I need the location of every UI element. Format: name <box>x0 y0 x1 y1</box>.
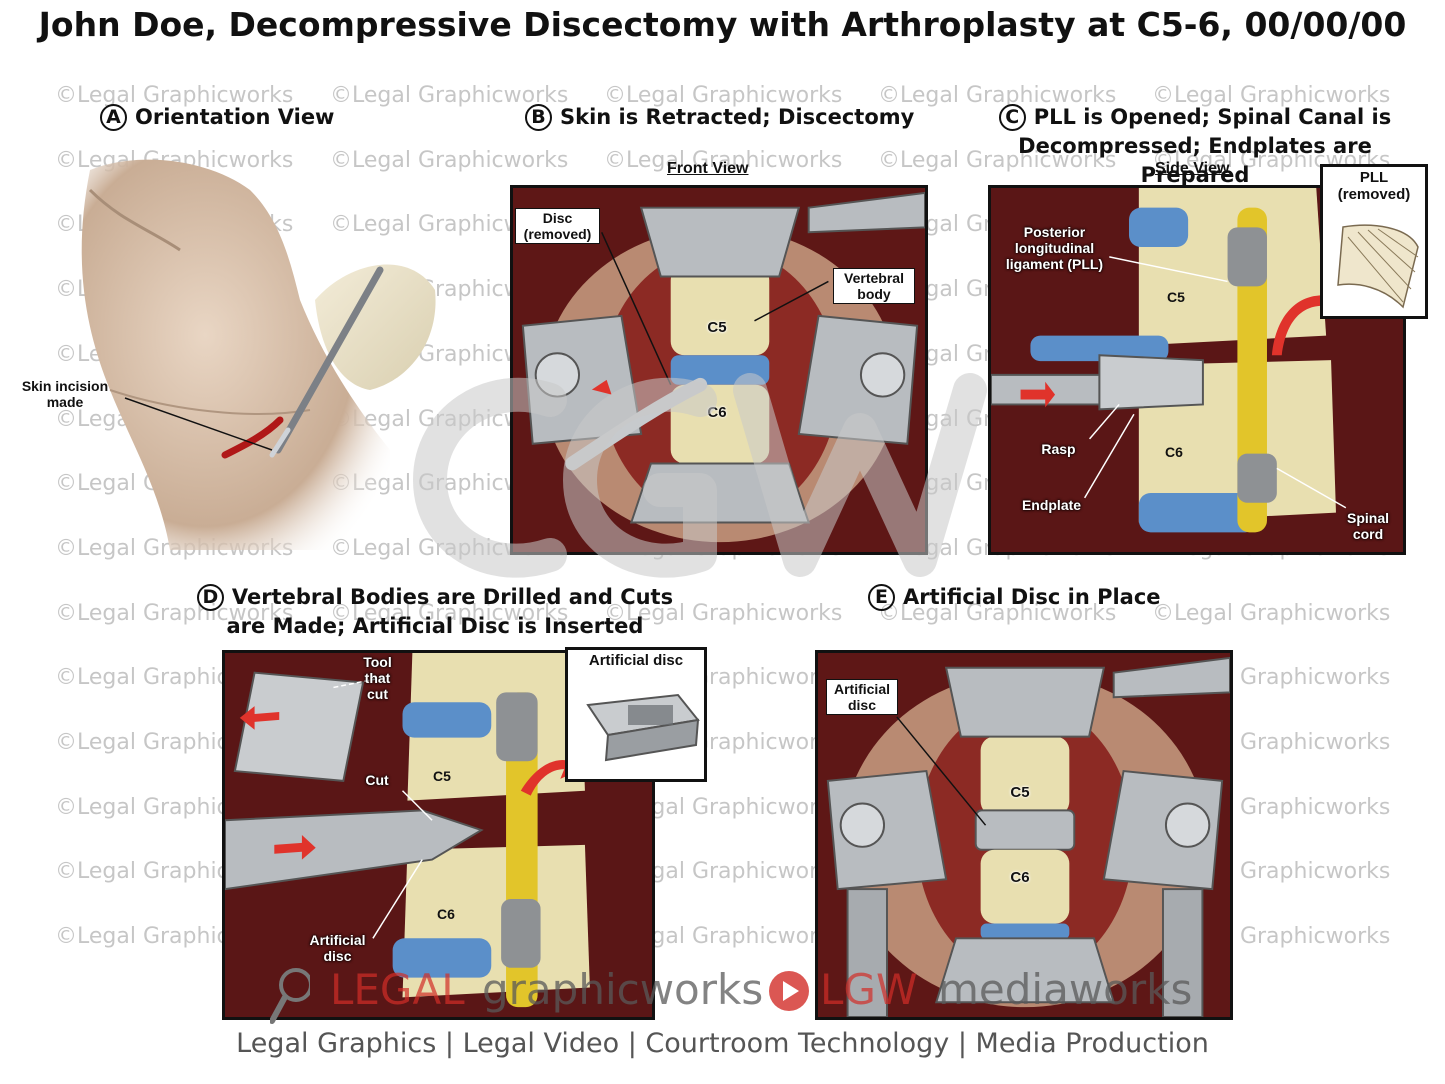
section-b-heading: B Skin is Retracted; Discectomy <box>525 102 914 131</box>
section-e-letter: E <box>868 583 895 611</box>
label-endplate: Endplate <box>1021 497 1082 513</box>
panel-c-side-view <box>988 185 1406 555</box>
inset-artificial-disc: Artificial disc <box>565 647 707 782</box>
label-vertebral-body: Vertebral body <box>833 268 915 304</box>
label-b-c5: C5 <box>707 319 727 336</box>
inset-artificial-disc-title: Artificial disc <box>588 652 684 669</box>
section-d-letter: D <box>196 583 224 611</box>
label-d-c6: C6 <box>437 906 455 922</box>
section-c-letter: C <box>998 103 1026 131</box>
play-icon <box>769 971 809 1011</box>
label-rasp: Rasp <box>1041 441 1076 457</box>
section-c-title: PLL is Opened; Spinal Canal is Decompres… <box>1018 105 1392 187</box>
inset-pll-removed: PLL (removed) <box>1320 164 1428 319</box>
inset-pll-title: PLL (removed) <box>1337 169 1411 203</box>
label-pll: Posterior longitudinal ligament (PLL) <box>1005 224 1104 272</box>
orientation-illustration <box>50 150 440 550</box>
footer-tagline: Legal Graphics | Legal Video | Courtroom… <box>236 1028 1209 1059</box>
watermark-text: ©Legal Graphicworks <box>1152 600 1391 626</box>
label-c-c6: C6 <box>1165 444 1183 460</box>
panel-e-in-place <box>815 650 1233 1020</box>
page-title: John Doe, Decompressive Discectomy with … <box>38 5 1407 44</box>
label-d-artificial-disc: Artificial disc <box>309 932 366 964</box>
section-a-heading: A Orientation View <box>100 102 334 131</box>
section-a-title: Orientation View <box>135 105 335 129</box>
section-e-heading: E Artificial Disc in Place <box>868 582 1161 611</box>
label-e-c5: C5 <box>1010 784 1030 801</box>
section-a-letter: A <box>100 103 127 131</box>
label-cut: Cut <box>365 772 389 788</box>
section-b-letter: B <box>525 103 552 131</box>
label-tool-that-cut: Tool that cut <box>363 654 392 702</box>
section-d-title: Vertebral Bodies are Drilled and Cuts ar… <box>226 585 674 638</box>
label-skin-incision: Skin incision made <box>21 378 109 410</box>
section-b-subheading: Front View <box>667 160 749 177</box>
section-c-subheading: Side View <box>1155 160 1230 177</box>
label-c-c5: C5 <box>1167 289 1185 305</box>
label-disc-removed: Disc (removed) <box>515 208 600 244</box>
label-d-c5: C5 <box>433 768 451 784</box>
section-e-title: Artificial Disc in Place <box>903 585 1161 609</box>
label-e-c6: C6 <box>1010 869 1030 886</box>
label-b-c6: C6 <box>707 404 727 421</box>
section-b-title: Skin is Retracted; Discectomy <box>560 105 915 129</box>
label-e-artificial-disc: Artificial disc <box>826 679 898 715</box>
label-spinal-cord: Spinal cord <box>1346 510 1389 542</box>
